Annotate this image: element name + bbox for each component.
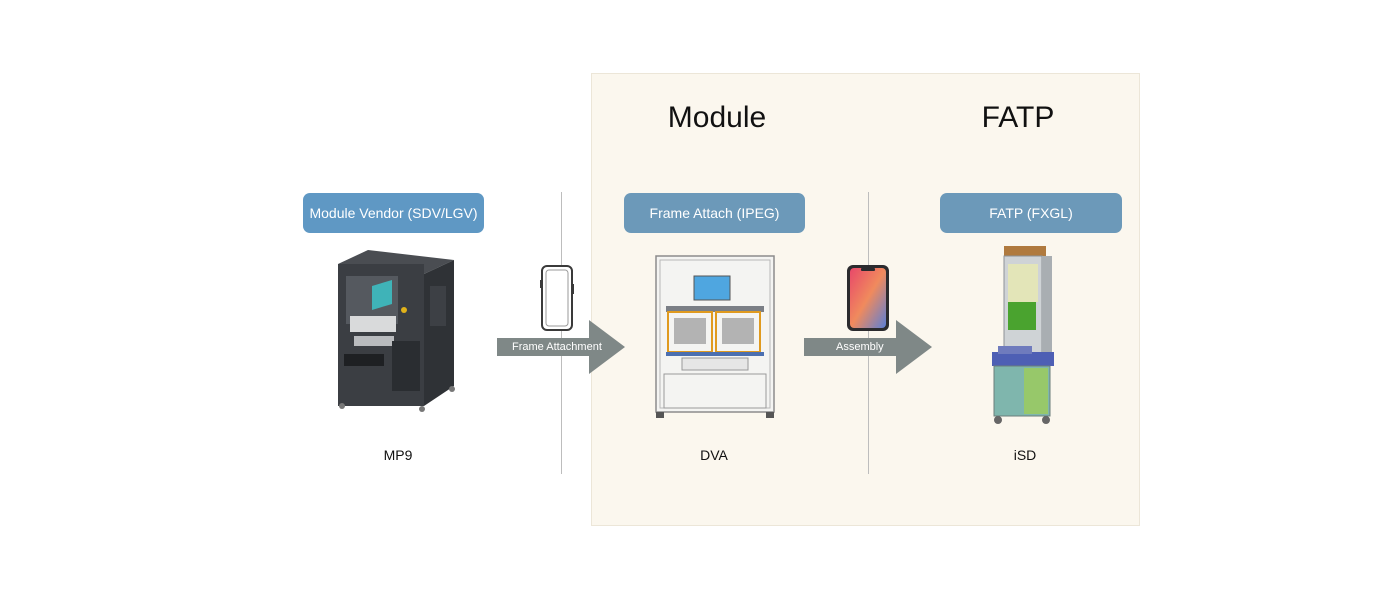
module-vendor-box: Module Vendor (SDV/LGV) [303,193,484,233]
phone-frame-icon [540,265,574,331]
assembly-label: Assembly [836,341,884,353]
frame-attachment-arrow [497,320,625,374]
fatp-box: FATP (FXGL) [940,193,1122,233]
dva-label: DVA [700,447,728,463]
frame-attachment-label: Frame Attachment [512,341,602,353]
dva-machine-icon [655,255,775,418]
mp9-machine-icon [338,250,455,412]
mp9-label: MP9 [383,447,413,463]
isd-machine-icon [992,246,1054,424]
frame-attach-box: Frame Attach (IPEG) [624,193,805,233]
isd-label: iSD [1013,447,1037,463]
assembly-arrow [804,320,932,374]
stage-divider-1 [561,192,562,474]
stage-divider-2 [868,192,869,474]
heading-fatp: FATP [981,101,1055,134]
smartphone-icon [847,265,889,331]
heading-module: Module [667,101,767,134]
